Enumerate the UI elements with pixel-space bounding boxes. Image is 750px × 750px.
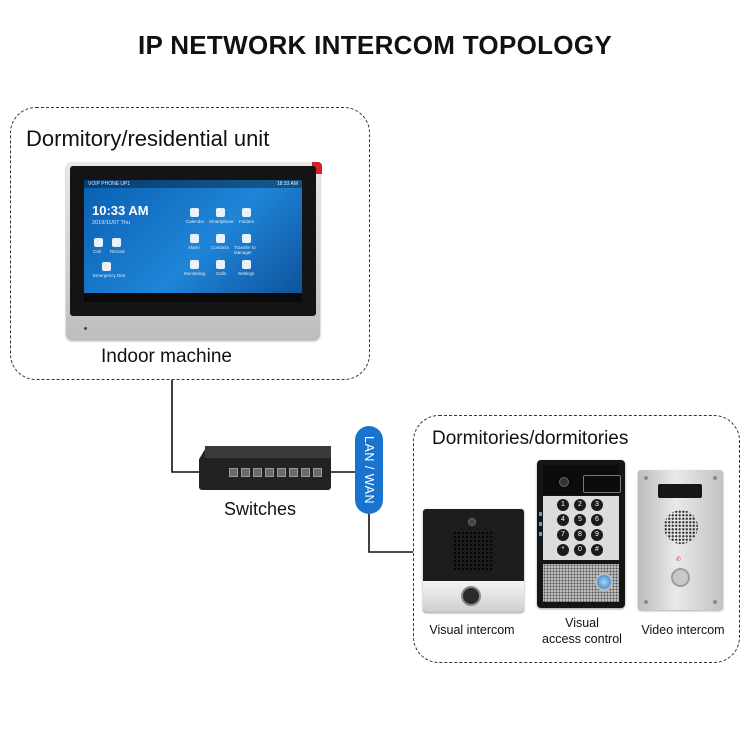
access-control-device: 1 2 3 4 5 6 7 8 9 * 0 # (537, 460, 625, 608)
switch-port (265, 468, 274, 477)
screen-date: 2019/11/07 Thu (92, 220, 131, 226)
transfer-icon (242, 234, 251, 243)
residential-unit-group: Dormitory/residential unit (10, 107, 370, 380)
indoor-machine-indicator (312, 162, 322, 174)
screen-tile-label: Smartphone (209, 219, 234, 224)
switch-port (313, 468, 322, 477)
keypad-key: 9 (591, 529, 603, 541)
keypad-key: 6 (591, 514, 603, 526)
screen-tile-label: Folders (239, 219, 255, 224)
screen-tile-label: Transfer to Manager (234, 245, 256, 255)
screen-tile-label: Monitoring (184, 271, 206, 276)
switch-port (253, 468, 262, 477)
contacts-icon (216, 234, 225, 243)
keypad-key: 0 (574, 544, 586, 556)
call-button (595, 573, 613, 591)
screen-tile-label: Calls (216, 271, 227, 276)
screen-tile-label: Contacts (211, 245, 229, 250)
screen-tile-label: Emergency Dial (93, 273, 125, 278)
indoor-machine-label: Indoor machine (101, 346, 232, 367)
access-control-label-line2: access control (542, 632, 622, 646)
keypad-key: 7 (557, 529, 569, 541)
residential-group-title: Dormitory/residential unit (26, 126, 270, 151)
camera-icon (559, 477, 569, 487)
card-reader-icon (583, 475, 621, 493)
keypad-key: 5 (574, 514, 586, 526)
alarm-icon (190, 234, 199, 243)
screen-tile-label: Record (110, 249, 125, 254)
dormitories-group: Dormitories/dormitories (413, 415, 740, 663)
visual-intercom-label: Visual intercom (429, 623, 515, 637)
indoor-machine-led (84, 327, 87, 330)
keypad-key: # (591, 544, 603, 556)
smartphone-icon (216, 208, 225, 217)
video-intercom-label: Video intercom (641, 623, 725, 637)
keypad-key: 3 (591, 499, 603, 511)
call-icon (94, 238, 103, 247)
monitoring-icon (190, 260, 199, 269)
indoor-machine-screen: VOIP PHONE UP1 18:33 AM 10:33 AM 2019/11… (84, 180, 302, 302)
phone-icon: ✆ (676, 557, 682, 563)
screen-tile-label: Call (93, 249, 101, 254)
camera-icon (658, 484, 702, 498)
switch-port (229, 468, 238, 477)
screen-tile-label: Settings (238, 271, 255, 276)
settings-icon (242, 260, 251, 269)
call-button (461, 586, 481, 606)
network-switch (199, 446, 331, 490)
lan-wan-connector: LAN / WAN (355, 426, 383, 514)
visual-intercom-device (423, 509, 524, 612)
keypad-key: * (557, 544, 569, 556)
switch-port (289, 468, 298, 477)
emergency-dial-icon (102, 262, 111, 271)
indoor-machine: VOIP PHONE UP1 18:33 AM 10:33 AM 2019/11… (66, 162, 322, 340)
keypad-key: 1 (557, 499, 569, 511)
keypad-key: 8 (574, 529, 586, 541)
access-control-label-line1: Visual (565, 616, 599, 630)
screen-status-left: VOIP PHONE UP1 (88, 181, 131, 187)
screen-status-right: 18:33 AM (276, 181, 298, 187)
screen-clock: 10:33 AM (92, 203, 149, 218)
keypad-key: 2 (574, 499, 586, 511)
dorm-group-title: Dormitories/dormitories (432, 428, 629, 449)
calls-icon (216, 260, 225, 269)
calendar-icon (190, 208, 199, 217)
switch-port (241, 468, 250, 477)
switch-port (301, 468, 310, 477)
screen-tile-label: Calendar (186, 219, 205, 224)
camera-icon (468, 518, 476, 526)
page-title: IP NETWORK INTERCOM TOPOLOGY (137, 30, 612, 60)
line-monitor-to-switch (171, 380, 199, 473)
screen-tile-label: Alarm (188, 245, 200, 250)
switch-port (277, 468, 286, 477)
screen-nav-bar (84, 293, 302, 302)
record-icon (112, 238, 121, 247)
speaker-grill (453, 531, 493, 571)
switch-label: Switches (224, 499, 297, 519)
video-intercom-device: ✆ (638, 470, 723, 610)
keypad-key: 4 (557, 514, 569, 526)
access-control-label: Visual access control (530, 615, 634, 647)
call-button (671, 568, 690, 587)
keypad: 1 2 3 4 5 6 7 8 9 * 0 # (543, 496, 619, 560)
folders-icon (242, 208, 251, 217)
line-lan-to-dorm (368, 514, 413, 553)
lan-wan-label: LAN / WAN (362, 436, 376, 504)
speaker-grill (664, 510, 698, 544)
